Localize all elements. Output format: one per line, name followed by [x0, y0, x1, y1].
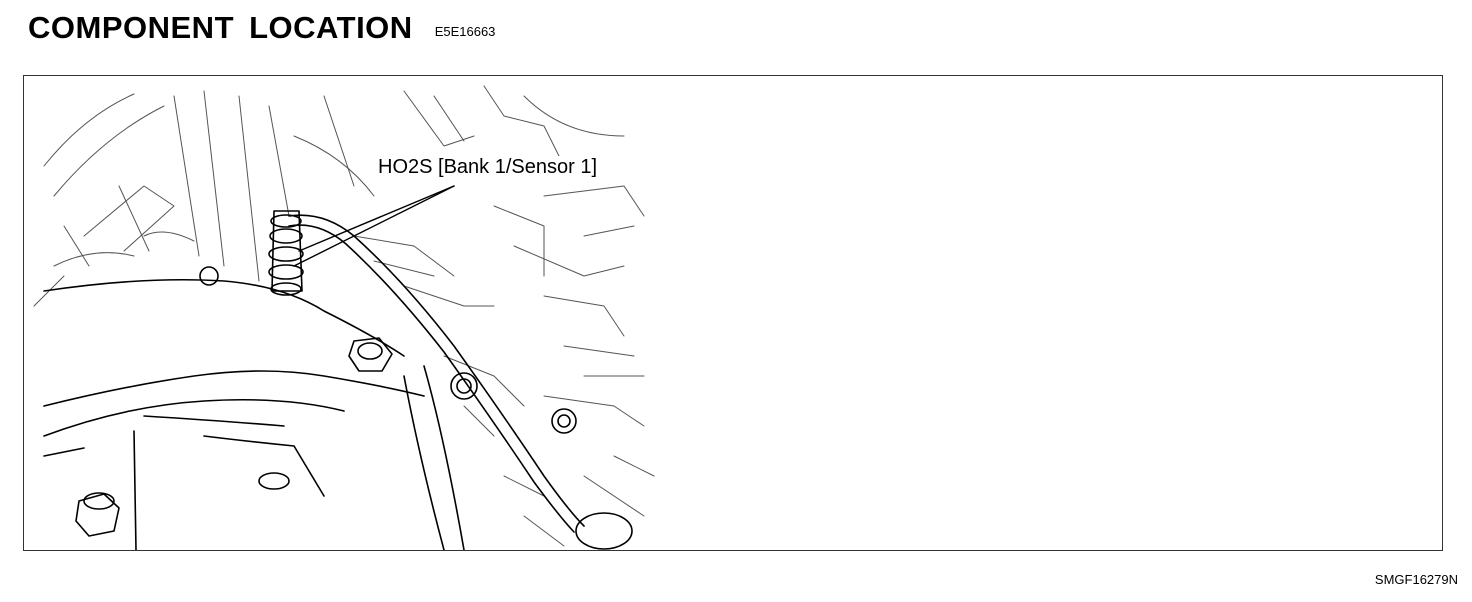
- page-header: COMPONENT LOCATION E5E16663: [28, 10, 495, 46]
- page-title: COMPONENT LOCATION: [28, 10, 413, 45]
- engine-illustration: [33, 85, 655, 550]
- sensor-wire: [288, 214, 633, 550]
- bolts: [75, 266, 577, 537]
- figure-code: SMGF16279N: [1374, 572, 1458, 587]
- callout-leader: [293, 185, 455, 267]
- figure-frame: HO2S [Bank 1/Sensor 1]: [23, 75, 1443, 551]
- oxygen-sensor-body: [268, 210, 304, 296]
- ho2s-callout-label: HO2S [Bank 1/Sensor 1]: [376, 156, 600, 179]
- background-engine-lines: [33, 85, 655, 547]
- document-code: E5E16663: [434, 24, 496, 39]
- manifold-outline: [43, 278, 465, 550]
